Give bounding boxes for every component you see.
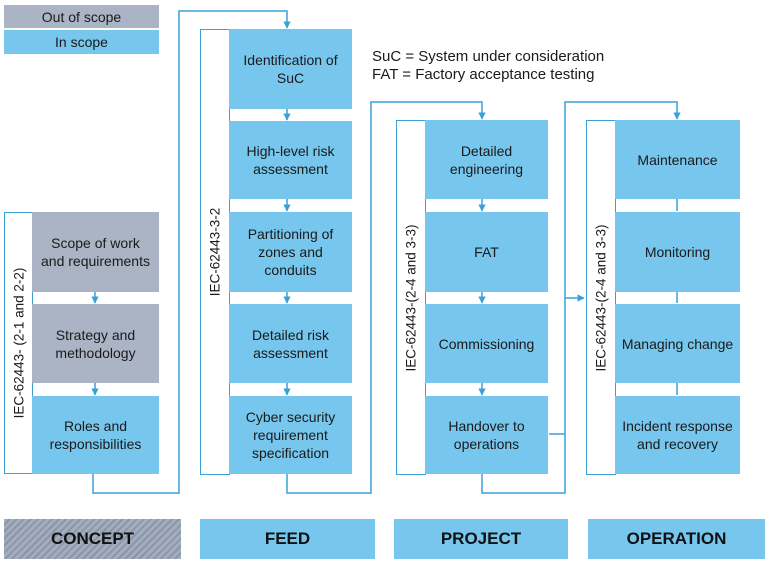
step-strategy: Strategy and methodology [32,304,159,383]
step-commissioning: Commissioning [425,304,548,383]
step-label: Strategy and methodology [55,326,136,361]
step-identification-suc: Identification of SuC [229,29,352,109]
step-high-level-risk: High-level risk assessment [229,121,352,199]
step-scope-of-work: Scope of work and requirements [32,212,159,292]
step-detailed-engineering: Detailed engineering [425,120,548,199]
step-label: High-level risk assessment [246,143,335,177]
step-label: Commissioning [438,335,535,352]
step-label: Roles and responsibilities [49,418,142,452]
phase-concept: CONCEPT [4,519,181,559]
feed-standard-bar: IEC-62443-3-2 [200,29,230,475]
step-detailed-risk: Detailed risk assessment [229,304,352,383]
legend-out-of-scope: Out of scope [4,5,159,28]
step-partitioning: Partitioning of zones and conduits [229,212,352,292]
concept-standard-bar: IEC-62443- (2-1 and 2-2) [4,212,33,474]
project-standard-bar: IEC-62443-(2-4 and 3-3) [396,120,426,475]
phase-label: PROJECT [440,529,522,548]
step-label: Detailed risk assessment [251,326,330,361]
step-label: Managing change [621,335,734,352]
step-label: Handover to operations [448,418,525,452]
phase-feed: FEED [200,519,375,559]
step-label: Cyber security requirement specification [245,409,336,461]
operation-standard-label: IEC-62443-(2-4 and 3-3) [593,223,609,372]
legend-out-of-scope-label: Out of scope [41,8,122,25]
step-label: Detailed engineering [449,142,524,177]
concept-standard-label: IEC-62443- (2-1 and 2-2) [11,267,26,419]
phase-project: PROJECT [394,519,568,559]
step-label: Incident response and recovery [622,418,733,452]
phase-operation: OPERATION [588,519,765,559]
step-fat: FAT [425,212,548,292]
phase-label: CONCEPT [50,529,135,548]
step-roles: Roles and responsibilities [32,396,159,474]
step-monitoring: Monitoring [615,212,740,292]
step-label: Identification of SuC [243,52,338,86]
step-label: Scope of work and requirements [41,235,150,269]
phase-label: FEED [264,529,311,548]
step-handover: Handover to operations [425,396,548,474]
step-label: Maintenance [637,151,718,168]
operation-standard-bar: IEC-62443-(2-4 and 3-3) [586,120,616,475]
note-suc: SuC = System under consideration [372,48,605,65]
project-standard-label: IEC-62443-(2-4 and 3-3) [403,223,419,372]
step-cyber-security-spec: Cyber security requirement specification [229,396,352,474]
note-fat: FAT = Factory acceptance testing [372,66,595,83]
phase-label: OPERATION [626,529,727,548]
step-maintenance: Maintenance [615,120,740,199]
legend-in-scope: In scope [4,30,159,54]
step-label: Monitoring [644,244,711,260]
step-label: Partitioning of zones and conduits [247,226,334,278]
legend-in-scope-label: In scope [55,34,108,50]
step-incident-response: Incident response and recovery [615,396,740,474]
step-label: FAT [474,244,499,260]
feed-standard-label: IEC-62443-3-2 [207,207,223,297]
step-managing-change: Managing change [615,304,740,383]
